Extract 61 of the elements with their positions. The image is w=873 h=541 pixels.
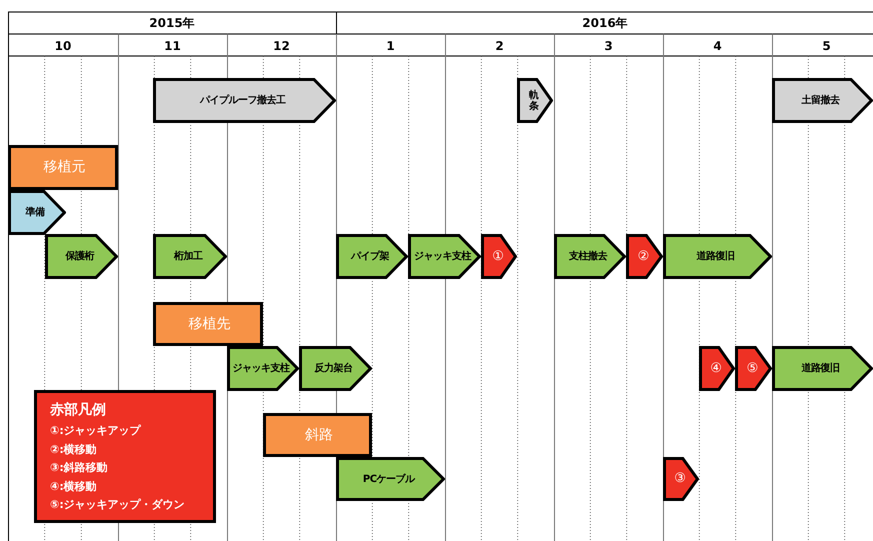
task-label: 桁加工 [174,250,202,264]
task-bar [772,78,873,123]
task-label: ジャッキ支柱 [414,250,472,264]
task-label: ④ [710,360,722,378]
task-label: 準備 [26,206,45,220]
task-label: 軌条 [529,90,540,112]
task-bar [517,78,553,123]
legend-entry: ③:斜路移動 [50,460,109,476]
month-header: 1 [385,38,396,55]
task-label: ① [492,248,504,266]
month-header: 3 [603,38,614,55]
step-marker [699,346,735,391]
task-label: パイプ架 [351,249,390,264]
task-bar [153,78,336,123]
month-header: 5 [821,38,832,55]
task-bar [663,234,772,279]
task-label: ジャッキ支柱 [232,362,290,376]
task-label: ③ [674,470,686,488]
step-marker [626,234,663,279]
task-bar [336,457,445,501]
task-label: 道路復旧 [696,250,735,264]
task-label: 道路復旧 [802,362,840,376]
task-bar [153,234,227,279]
month-header: 12 [272,38,291,55]
task-label: パイプルーフ撤去工 [200,93,286,108]
legend-entry: ②:横移動 [50,442,98,458]
task-bar [8,190,66,235]
month-header: 10 [54,38,72,55]
phase-bar [153,302,263,346]
legend-entry: ①:ジャッキアップ [50,423,142,439]
task-bar [772,346,873,391]
task-bar [299,346,372,391]
task-bar [227,346,299,391]
phase-bar [8,145,118,190]
task-label: ⑤ [746,360,758,378]
legend-box [34,390,216,523]
task-label: 土留撤去 [802,94,840,108]
task-label: 移植先 [188,314,230,334]
task-bar [45,234,118,279]
task-label: PCケーブル [362,472,415,486]
task-label: 移植元 [44,158,86,177]
task-label: 斜路 [305,426,333,444]
month-header: 2 [494,38,505,55]
step-marker [735,346,772,391]
task-label: 保護桁 [65,250,94,264]
task-bar [408,234,481,279]
legend-entry: ⑤:ジャッキアップ・ダウン [50,497,185,513]
task-label: 支柱撤去 [569,250,608,264]
legend-entry: ④:横移動 [50,478,98,494]
task-label: ② [638,248,650,266]
legend-title: 赤部凡例 [50,400,107,420]
year-header: 2015年 [148,15,196,32]
task-label: 反力架台 [314,362,353,376]
task-bar [336,234,408,279]
step-marker [481,234,517,279]
phase-bar [263,413,372,457]
task-bar [554,234,626,279]
month-header: 11 [163,38,182,55]
step-marker [663,457,699,501]
year-header: 2016年 [581,15,629,32]
month-header: 4 [712,38,723,55]
